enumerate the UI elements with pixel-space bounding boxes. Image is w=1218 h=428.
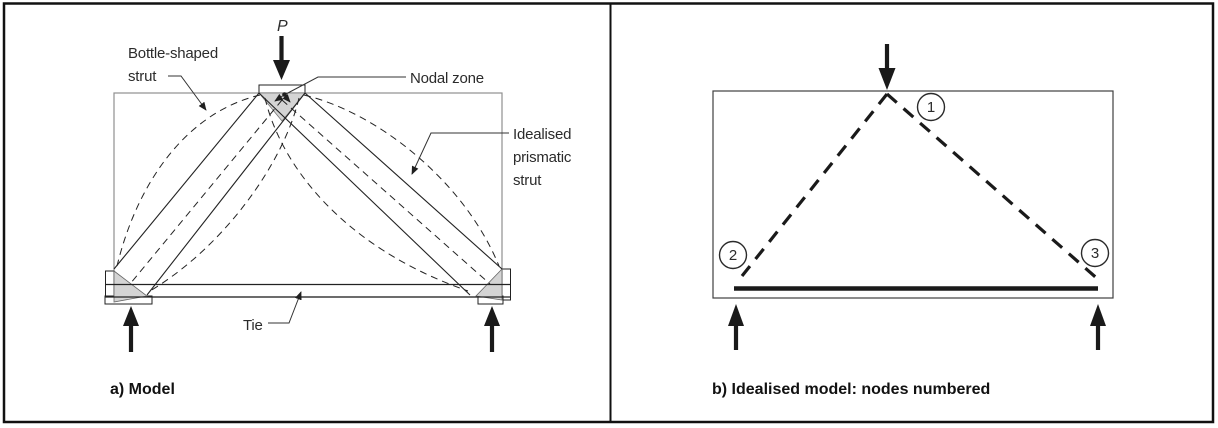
right-support (475, 268, 511, 305)
top-bearing-plate (258, 84, 306, 94)
node-circle-1 (916, 92, 946, 122)
idealised-strut-label-line2: prismatic (513, 149, 572, 166)
reaction-arrow-left (123, 306, 139, 352)
panel-b-idealised-model: 1 2 3 b) Idealised model: nodes numbered (712, 44, 1114, 398)
idealised-struts (740, 92, 1102, 283)
top-nodal-zone-shading (258, 92, 306, 122)
right-strut-centerline (281, 99, 491, 285)
nodal-zone-leader-dot (282, 92, 287, 97)
left-nodal-zone-shading (113, 270, 148, 303)
bottle-curve-inner-right (264, 97, 469, 292)
bottle-strut-label-line1: Bottle-shaped (128, 45, 218, 62)
load-label: P (277, 18, 288, 35)
node-markers: 1 2 3 (718, 92, 1110, 270)
strut-member-1-3 (885, 92, 1102, 283)
tie-leader (268, 291, 302, 324)
node-circle-2 (718, 240, 748, 270)
node-label-1: 1 (927, 99, 935, 116)
strut-member-1-2 (740, 93, 889, 277)
bottle-strut-curves (116, 94, 500, 292)
bottle-curve-inner-left (149, 97, 300, 292)
bottle-curve-outer-left (116, 94, 261, 267)
beam-outline-idealised (712, 90, 1114, 299)
left-strut-outer-edge (113, 92, 260, 270)
bottle-strut-leader (168, 75, 207, 111)
tie-band (105, 283, 511, 298)
load-arrow-idealised (878, 44, 896, 90)
node-label-3: 3 (1091, 245, 1099, 262)
tie-label: Tie (243, 317, 263, 334)
left-support (104, 270, 153, 305)
panel-a-caption: a) Model (110, 381, 175, 398)
left-strut-centerline (129, 99, 283, 285)
idealised-strut-label-line1: Idealised (513, 126, 571, 143)
leader-lines (168, 75, 509, 324)
reaction-arrow-right (484, 306, 500, 352)
bottle-curve-outer-right (303, 94, 500, 267)
panel-b-caption: b) Idealised model: nodes numbered (712, 381, 990, 398)
nodal-zone-leader (285, 76, 406, 95)
bottle-strut-label-line2: strut (128, 68, 157, 85)
reaction-arrow-left-idealised (728, 304, 744, 350)
node-circle-3 (1080, 238, 1110, 268)
idealised-strut-leader (411, 132, 509, 175)
right-strut-inner-edge (258, 92, 471, 296)
beam-outline (113, 92, 503, 298)
load-arrow (273, 36, 290, 80)
nodal-zone-label: Nodal zone (410, 70, 484, 87)
node-label-2: 2 (729, 247, 737, 264)
panel-a-model: P Bottle-shaped strut Nodal zone Idealis… (104, 18, 572, 398)
right-strut-outer-edge (304, 92, 503, 270)
strut-centerlines (129, 99, 491, 285)
idealised-strut-label-line3: strut (513, 172, 542, 189)
left-strut-inner-edge (146, 92, 306, 296)
reaction-arrow-right-idealised (1090, 304, 1106, 350)
strut-edges (113, 92, 503, 296)
